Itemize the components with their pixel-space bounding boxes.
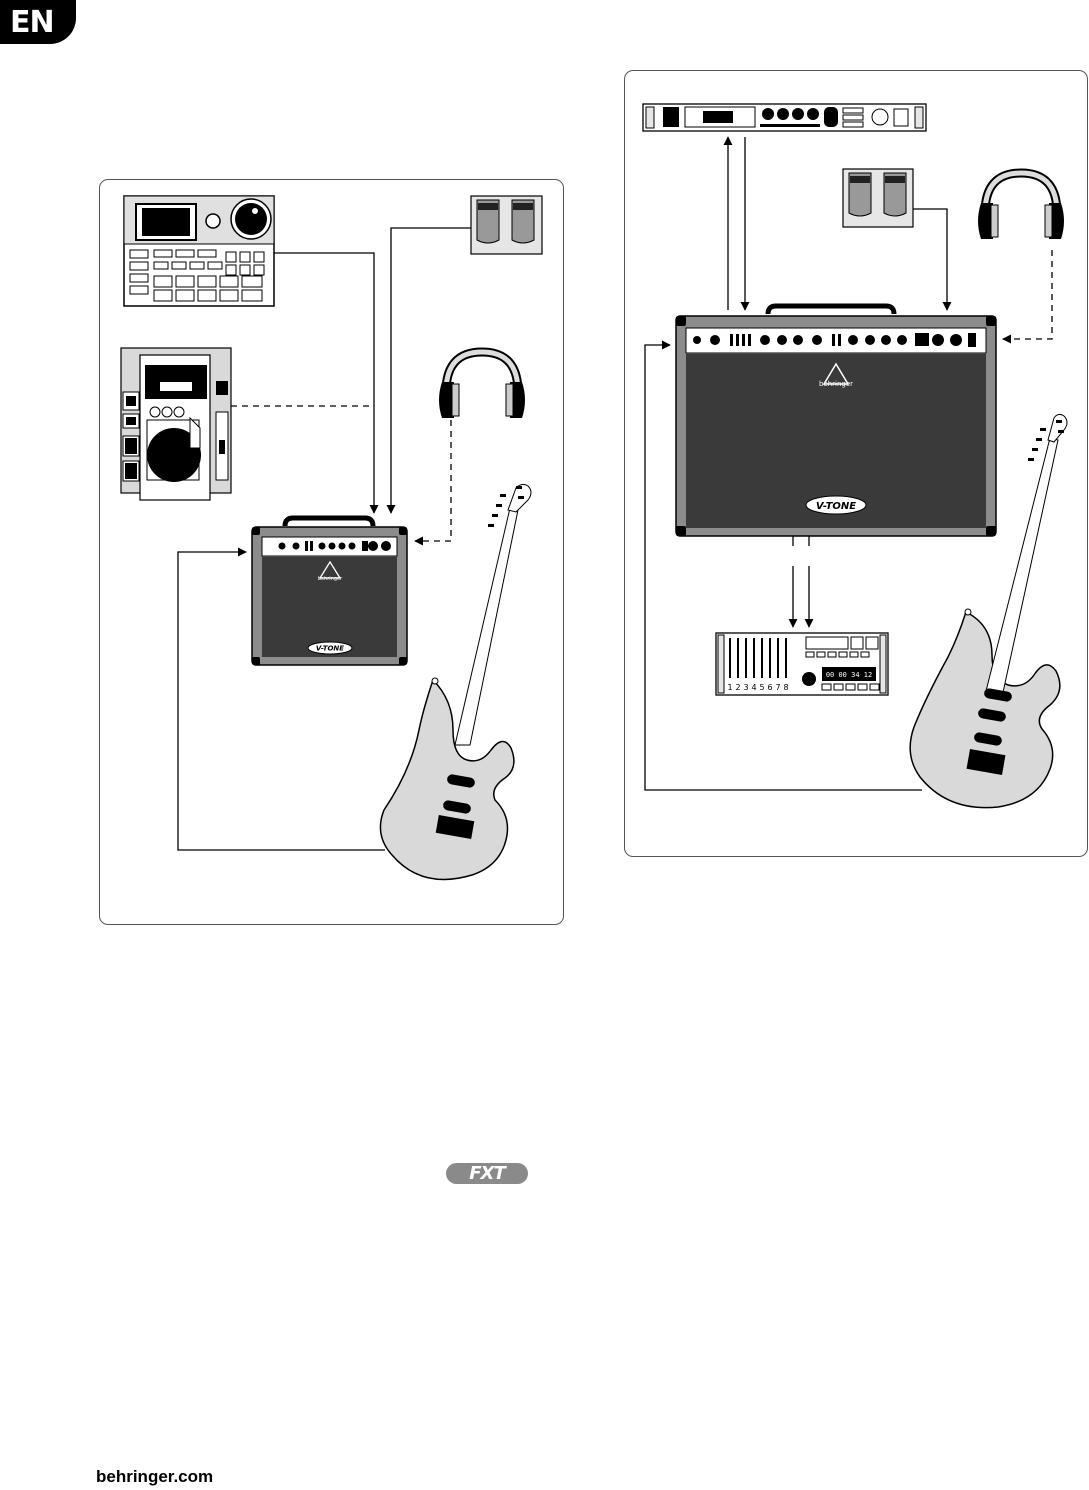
- recorder-channel-8: 8: [783, 683, 788, 692]
- electric-guitar-icon-right: [909, 413, 1068, 809]
- amp-logo-label: V-TONE: [316, 645, 344, 653]
- recorder-counter: 00 00 34 12: [826, 671, 872, 679]
- footswitch-to-amp-cable-right: [913, 208, 952, 311]
- amp-brand-label-right: behringer: [819, 380, 853, 388]
- headphones-icon: [439, 347, 525, 418]
- drum-machine-icon: [123, 195, 275, 307]
- amp-logo-label-right: V-TONE: [816, 501, 856, 512]
- small-amp-icon: behringer V-TONE: [251, 515, 408, 666]
- recorder-channel-4: 4: [751, 683, 756, 692]
- recorder-channel-3: 3: [743, 683, 748, 692]
- combo-amp-icon: behringer V-TONE: [675, 303, 997, 537]
- footer-brand: behringer.com: [96, 1467, 214, 1486]
- rack-effects-unit-icon: [642, 103, 927, 132]
- language-tab: EN: [0, 0, 76, 44]
- multitrack-recorder-icon: 1 2 3 4 5 6 7 8 00 00 34 12: [715, 632, 889, 696]
- recorder-channel-7: 7: [775, 683, 780, 692]
- footswitch-to-amp-cable: [386, 227, 471, 514]
- headphones-icon-right: [978, 168, 1064, 239]
- fxt-badge: FXT: [446, 1163, 528, 1184]
- recorder-channel-1: 1: [727, 683, 732, 692]
- guitar-to-amp-cable-left: [177, 547, 385, 851]
- amp-brand-label: behringer: [318, 576, 343, 582]
- footswitch-icon-right: [842, 168, 914, 228]
- headphones-cable-left: [414, 420, 452, 546]
- guitar-to-amp-cable-right: [644, 340, 922, 791]
- dj-player-icon: [120, 347, 232, 501]
- recorder-channel-6: 6: [767, 683, 772, 692]
- footswitch-icon: [470, 195, 543, 255]
- electric-guitar-icon: [379, 483, 532, 881]
- recorder-channel-2: 2: [735, 683, 740, 692]
- recorder-channel-5: 5: [759, 683, 764, 692]
- drum-machine-to-amp-cable: [274, 252, 379, 514]
- headphones-cable-right: [1002, 250, 1053, 344]
